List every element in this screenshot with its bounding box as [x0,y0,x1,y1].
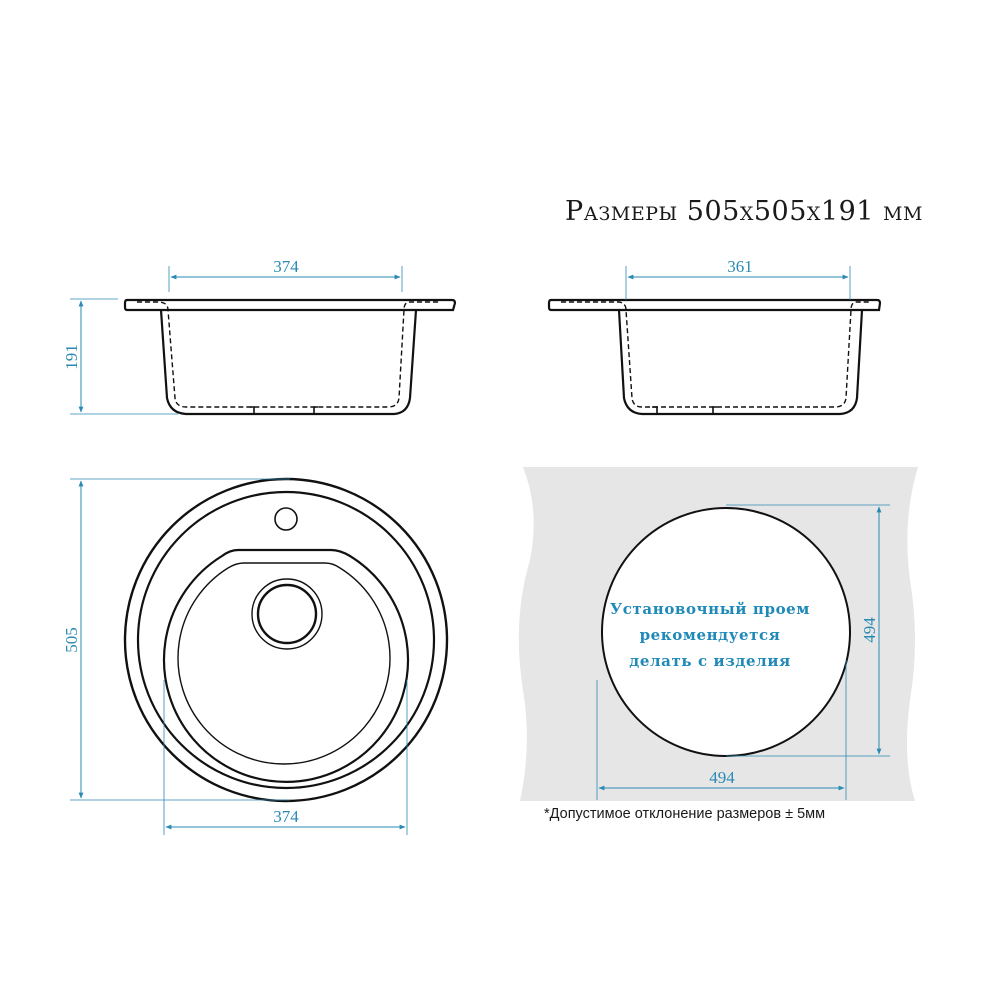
side-left-width-label: 374 [273,257,299,276]
side-view-right: 361 [547,257,882,416]
cutout-line-2: рекомендуется [639,626,781,644]
side-right-width-label: 361 [727,257,753,276]
tolerance-footnote: *Допустимое отклонение размеров ± 5мм [544,806,826,822]
cutout-view: 494 494 [518,467,918,801]
cutout-width-label: 494 [709,768,735,787]
side-view-left: 374 191 [62,257,457,416]
cutout-line-1: Установочный проем [610,600,810,618]
cutout-line-3: делать с изделия [629,652,791,670]
top-width-label: 374 [273,807,299,826]
side-left-height-label: 191 [62,344,81,370]
cutout-recommendation-text: Установочный проем рекомендуется делать … [594,596,826,674]
cutout-height-label: 494 [860,617,879,643]
top-view: 505 374 [62,477,449,835]
dimensions-title: Размеры 505x505x191 мм [565,196,923,227]
top-height-label: 505 [62,627,81,653]
